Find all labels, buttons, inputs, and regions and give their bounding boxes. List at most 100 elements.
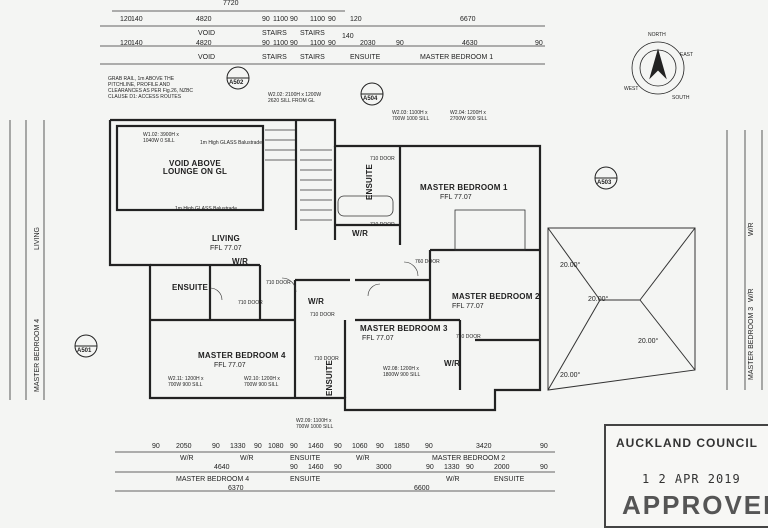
- dim: 90: [212, 443, 220, 450]
- stamp-council: AUCKLAND COUNCIL: [616, 436, 758, 450]
- room-ensuite-left: ENSUITE: [172, 283, 209, 292]
- label-wr: W/R: [446, 476, 460, 483]
- dim: 90: [540, 464, 548, 471]
- ref-a504: A504: [363, 96, 378, 102]
- label-wr: W/R: [240, 455, 254, 462]
- room-wr-4: W/R: [444, 359, 461, 368]
- label-stairs: STAIRS: [262, 54, 287, 61]
- dim: 1100: [273, 40, 289, 47]
- stamp-date: 1 2 APR 2019: [642, 472, 741, 486]
- dim: 1100: [273, 16, 289, 23]
- room-wr-1: W/R: [232, 257, 249, 266]
- dim: 120: [120, 16, 132, 23]
- label-void: VOID: [198, 30, 216, 37]
- label-ensuite: ENSUITE: [494, 476, 525, 483]
- dim: 1100: [310, 16, 326, 23]
- dim: 90: [290, 40, 298, 47]
- note-glass-balustrade-1: 1m High GLASS Balustrade: [200, 140, 262, 146]
- dim: 3000: [376, 464, 392, 471]
- room-void-above-lounge: VOID ABOVE LOUNGE ON GL: [162, 159, 228, 176]
- dim: 90: [425, 443, 433, 450]
- compass-south: SOUTH: [672, 95, 690, 101]
- dim: 90: [334, 464, 342, 471]
- right-label-wr: W/R: [748, 222, 755, 236]
- mb4-ffl: FFL 77.07: [214, 362, 246, 369]
- dim: 90: [334, 443, 342, 450]
- dim: 90: [262, 40, 270, 47]
- window-w2-09: W2.09: 1100H x 700W 1000 SILL: [296, 418, 334, 430]
- right-label-master-bedroom-3: MASTER BEDROOM 3: [748, 306, 755, 380]
- label-wr: W/R: [356, 455, 370, 462]
- dim: 90: [254, 443, 262, 450]
- note-glass-balustrade-2: 1m High GLASS Balustrade: [175, 206, 237, 212]
- dim: 1330: [230, 443, 246, 450]
- label-stairs: STAIRS: [262, 30, 287, 37]
- room-ensuite-lower: ENSUITE: [325, 359, 334, 396]
- compass-west: WEST: [624, 86, 639, 92]
- dim: 1080: [268, 443, 284, 450]
- dim: 90: [290, 443, 298, 450]
- door-label: 710 DOOR: [238, 300, 263, 306]
- dim: 90: [328, 16, 336, 23]
- stamp-approved: APPROVED: [622, 490, 768, 520]
- window-w2-04: W2.04: 1200H x 2700W 900 SILL: [450, 110, 488, 122]
- dim: 90: [540, 443, 548, 450]
- dim: 1100: [310, 40, 326, 47]
- roof-pitch: 20.00°: [560, 262, 581, 269]
- dim: 90: [426, 464, 434, 471]
- dim: 4630: [462, 40, 478, 47]
- door-label: 710 DOOR: [370, 156, 395, 162]
- dim: 140: [131, 16, 143, 23]
- room-wr-2: W/R: [308, 297, 325, 306]
- ref-a503: A503: [597, 180, 612, 186]
- window-w2-11: W2.11: 1200H x 700W 900 SILL: [168, 376, 204, 388]
- dim: 90: [535, 40, 543, 47]
- mb1-ffl: FFL 77.07: [440, 194, 472, 201]
- room-wr-3: W/R: [352, 229, 369, 238]
- dim: 2030: [360, 40, 376, 47]
- dim: 1850: [394, 443, 410, 450]
- room-master-bedroom-2: MASTER BEDROOM 2: [452, 292, 540, 301]
- dim: 2050: [176, 443, 192, 450]
- label-stairs: STAIRS: [300, 54, 325, 61]
- window-w1-02: W1.02: 3900H x 1040W 0 SILL: [143, 132, 179, 144]
- dim: 2000: [494, 464, 510, 471]
- council-approval-stamp: AUCKLAND COUNCIL 1 2 APR 2019 APPROVED: [604, 424, 768, 528]
- dim: 1060: [352, 443, 368, 450]
- door-label: 710 DOOR: [456, 334, 481, 340]
- room-master-bedroom-3: MASTER BEDROOM 3: [360, 324, 448, 333]
- plan-drawing: [9, 10, 763, 492]
- label-master-bedroom-2: MASTER BEDROOM 2: [432, 455, 506, 462]
- dim: 90: [466, 464, 474, 471]
- floor-plan: 7720 120 140 4820 90 1100 90 1100 90 120…: [9, 0, 768, 528]
- dim: 90: [396, 40, 404, 47]
- window-w2-08: W2.08: 1200H x 1800W 900 SILL: [383, 366, 421, 378]
- ref-a501: A501: [77, 348, 92, 354]
- room-master-bedroom-1: MASTER BEDROOM 1: [420, 183, 508, 192]
- roof-pitch: 20.00°: [638, 338, 659, 345]
- roof-pitch: 20.00°: [560, 372, 581, 379]
- dim: 3420: [476, 443, 492, 450]
- dim: 120: [350, 16, 362, 23]
- dim: 90: [290, 16, 298, 23]
- label-master-bedroom-1: MASTER BEDROOM 1: [420, 54, 494, 61]
- door-label: 710 DOOR: [266, 280, 291, 286]
- label-ensuite: ENSUITE: [290, 476, 321, 483]
- dim: 4820: [196, 40, 212, 47]
- door-label: 710 DOOR: [370, 222, 395, 228]
- dim-overall: 7720: [223, 0, 239, 7]
- left-label-living: LIVING: [34, 227, 41, 250]
- compass-north: NORTH: [648, 32, 666, 38]
- note-grab-rail: GRAB RAIL, 1m ABOVE THE PITCHLINE, PROFI…: [108, 76, 194, 100]
- label-ensuite: ENSUITE: [350, 54, 381, 61]
- dim: 90: [376, 443, 384, 450]
- mb2-ffl: FFL 77.07: [452, 303, 484, 310]
- dim: 6670: [460, 16, 476, 23]
- dim: 90: [290, 464, 298, 471]
- dim: 6370: [228, 485, 244, 492]
- living-ffl: FFL 77.07: [210, 245, 242, 252]
- mb3-ffl: FFL 77.07: [362, 335, 394, 342]
- label-wr: W/R: [180, 455, 194, 462]
- dim: 140: [342, 33, 354, 40]
- door-label: 760 DOOR: [415, 259, 440, 265]
